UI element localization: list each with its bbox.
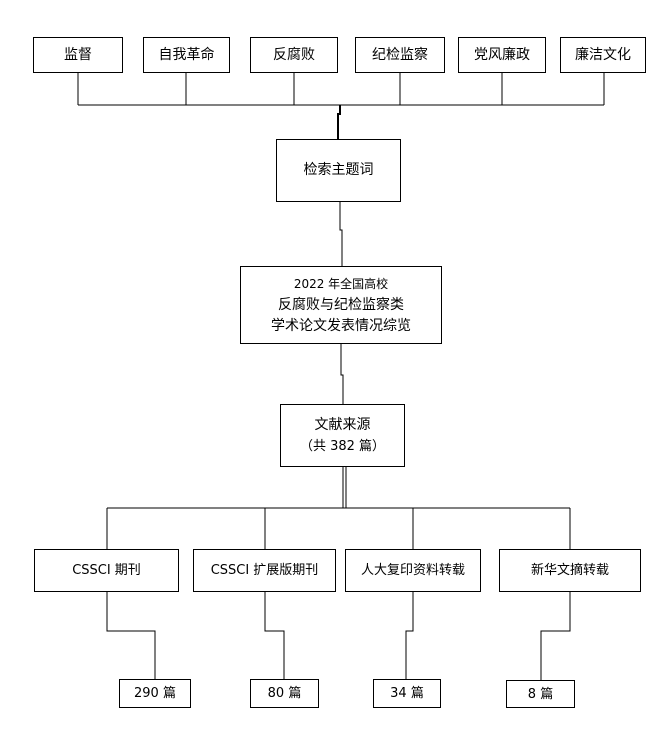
connector [264, 591, 285, 679]
connector [106, 591, 156, 679]
search-term-label: 检索主题词 [303, 162, 374, 178]
keyword-box-anti-corruption: 反腐败 [250, 37, 338, 73]
count-box-cssci: 290 篇 [119, 679, 191, 708]
source-total: （共 382 篇） [299, 438, 386, 454]
category-box-cssci: CSSCI 期刊 [34, 549, 179, 592]
category-label: 新华文摘转载 [530, 563, 609, 578]
category-label: 人大复印资料转载 [360, 563, 465, 578]
category-label: CSSCI 扩展版期刊 [210, 563, 319, 578]
keyword-box-self-revolution: 自我革命 [143, 37, 230, 73]
source-box: 文献来源 （共 382 篇） [280, 404, 405, 467]
keyword-label: 监督 [64, 46, 92, 63]
connector [540, 591, 571, 680]
source-title: 文献来源 [314, 416, 371, 433]
count-label: 8 篇 [527, 686, 554, 702]
connector [337, 105, 341, 139]
overview-line-2: 反腐败与纪检监察类 [278, 296, 404, 313]
keyword-box-supervision: 监督 [33, 37, 123, 73]
connector [405, 591, 414, 679]
count-label: 34 篇 [390, 686, 424, 701]
overview-line-1: 2022 年全国高校 [293, 276, 389, 291]
overview-line-3: 学术论文发表情况综览 [271, 317, 411, 334]
keyword-label: 自我革命 [158, 46, 215, 63]
keyword-box-integrity-culture: 廉洁文化 [560, 37, 646, 73]
category-box-renda-reprint: 人大复印资料转载 [345, 549, 481, 592]
count-box-cssci-extended: 80 篇 [250, 679, 319, 708]
count-box-renda-reprint: 34 篇 [373, 679, 441, 708]
category-label: CSSCI 期刊 [72, 563, 141, 578]
keyword-label: 反腐败 [273, 46, 315, 63]
keyword-box-discipline-inspection: 纪检监察 [355, 37, 445, 73]
keyword-box-party-conduct: 党风廉政 [458, 37, 546, 73]
count-label: 290 篇 [134, 686, 176, 701]
keyword-label: 纪检监察 [372, 46, 428, 63]
connector [340, 343, 344, 404]
count-box-xinhua-digest: 8 篇 [506, 680, 575, 708]
overview-box: 2022 年全国高校 反腐败与纪检监察类 学术论文发表情况综览 [240, 266, 442, 344]
keyword-label: 廉洁文化 [575, 46, 631, 63]
category-box-cssci-extended: CSSCI 扩展版期刊 [193, 549, 336, 592]
count-label: 80 篇 [267, 686, 302, 701]
search-term-box: 检索主题词 [276, 139, 401, 202]
keyword-label: 党风廉政 [474, 46, 530, 63]
category-box-xinhua-digest: 新华文摘转载 [499, 549, 641, 592]
connector [339, 201, 343, 266]
